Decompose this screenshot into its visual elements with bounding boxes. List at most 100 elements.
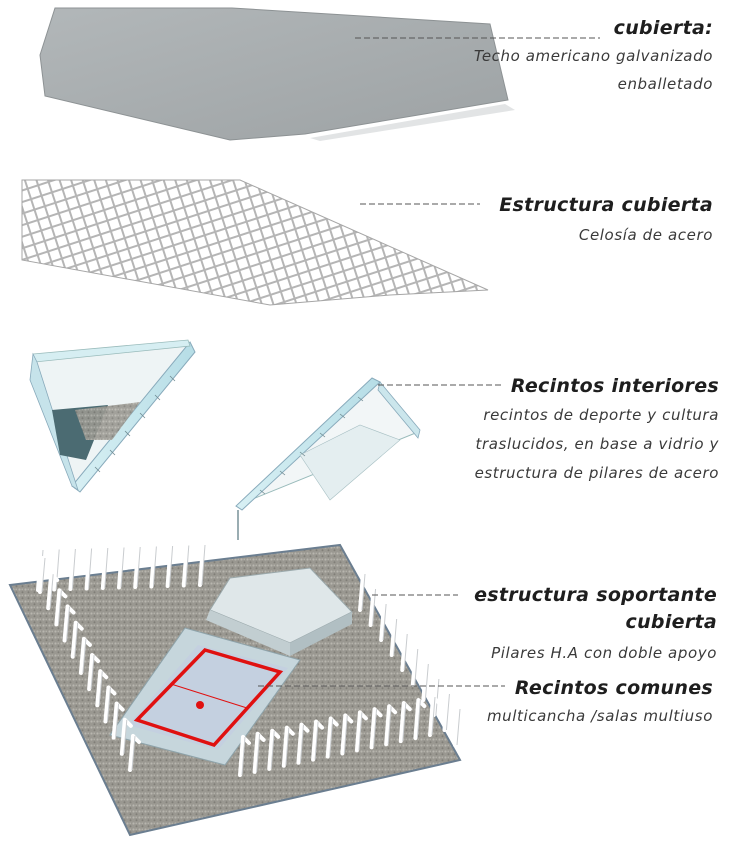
estructura-cubierta-title: Estructura cubierta — [499, 194, 713, 216]
column-right-row-shade — [435, 678, 440, 716]
column-front-row — [340, 713, 354, 756]
column-left-row-shade — [74, 622, 79, 657]
column-back-row — [36, 548, 49, 592]
cubierta-title: cubierta: — [613, 17, 713, 39]
column-left-row — [87, 653, 101, 692]
column-front-row — [281, 725, 295, 768]
column-left-row-shade — [82, 638, 87, 673]
lattice-layer — [21, 179, 489, 306]
right-enclosure-glass-wall — [235, 377, 381, 511]
column-right-row-shade — [393, 618, 398, 656]
column-left-row-shade — [115, 703, 120, 738]
column-right-row-shade — [445, 693, 450, 731]
column-front-row-shade — [343, 715, 348, 754]
column-left-row-shade — [41, 557, 46, 593]
column-left-row — [54, 588, 68, 627]
column-right-row — [379, 602, 393, 642]
column-back-row — [68, 547, 82, 591]
estructura-soportante-title-line-1: estructura soportante — [474, 584, 717, 606]
column-front-row-shade — [285, 727, 290, 766]
column-right-row-shade — [456, 708, 461, 746]
column-left-row — [103, 685, 117, 724]
leader-lines — [258, 37, 600, 687]
column-back-row-shade — [136, 546, 141, 588]
column-back-row-shade — [55, 549, 60, 590]
column-front-row — [369, 707, 383, 750]
column-left-row-shade — [49, 574, 54, 609]
column-left-row — [128, 734, 141, 772]
column-back-row — [133, 545, 147, 589]
column-front-row-shade — [431, 696, 436, 736]
label-estructura-soportante: estructura soportante cubierta Pilares H… — [474, 582, 717, 667]
right-enclosure-mullions — [259, 396, 364, 495]
sunken-court-floor — [128, 645, 288, 750]
column-front-row — [296, 722, 310, 765]
support-columns — [36, 543, 466, 777]
interior-enclosures-layer — [29, 339, 421, 540]
column-right-row-shade — [403, 633, 408, 671]
column-right-row — [410, 647, 424, 687]
column-front-row — [428, 695, 441, 737]
column-back-row — [149, 544, 163, 589]
column-right-row-shade — [414, 648, 419, 686]
roof-edge-shadow — [310, 104, 515, 141]
column-front-row-shade — [241, 736, 246, 776]
column-right-row — [421, 662, 435, 702]
column-front-row — [398, 701, 412, 744]
column-front-row-shade — [256, 733, 261, 772]
column-left-row-shade — [131, 735, 136, 771]
column-left-row-shade — [106, 687, 111, 722]
column-left-row — [95, 669, 109, 708]
column-left-row — [46, 572, 60, 611]
label-recintos-comunes: Recintos comunes multicancha /salas mult… — [487, 674, 713, 730]
raised-volume-side — [206, 610, 290, 656]
left-enclosure-gravel — [75, 402, 140, 440]
column-back-row-shade — [152, 546, 157, 587]
column-front-row-shade — [314, 721, 319, 760]
cubierta-desc-line-2: enballetado — [617, 75, 713, 93]
column-back-row-shade — [201, 544, 206, 586]
column-right-row-shade — [424, 663, 429, 701]
court-boundary — [133, 648, 284, 748]
column-front-row — [413, 698, 427, 741]
left-enclosure-mullions — [94, 375, 176, 473]
column-back-row — [52, 547, 66, 592]
column-front-row-shade — [299, 724, 304, 763]
column-right-row — [453, 707, 466, 747]
column-left-row — [119, 717, 133, 756]
steel-lattice — [21, 179, 489, 306]
column-back-row — [198, 543, 211, 587]
court-center-line — [170, 683, 248, 709]
column-front-row — [238, 735, 251, 777]
column-right-row — [400, 632, 414, 672]
recintos-comunes-title: Recintos comunes — [514, 677, 713, 699]
recintos-interiores-desc-line-3: estructura de pilares de acero — [474, 464, 719, 482]
column-right-row — [389, 617, 403, 657]
column-front-row — [267, 728, 281, 771]
label-cubierta: cubierta: Techo americano galvanizado en… — [474, 14, 713, 98]
column-left-row-shade — [98, 671, 103, 706]
column-front-row — [354, 710, 368, 753]
column-left-row — [111, 701, 125, 740]
column-left-row — [78, 636, 92, 675]
column-right-row — [442, 692, 456, 732]
column-back-row — [100, 546, 114, 590]
column-back-row — [84, 546, 98, 591]
recintos-comunes-desc: multicancha /salas multiuso — [486, 707, 713, 725]
column-front-row — [252, 731, 266, 774]
label-estructura-cubierta: Estructura cubierta Celosía de acero — [499, 190, 713, 250]
column-front-row-shade — [373, 709, 378, 748]
column-left-row-shade — [90, 655, 95, 690]
column-back-row-shade — [120, 547, 125, 588]
recintos-interiores-title: Recintos interiores — [510, 375, 719, 397]
roof-layer — [39, 7, 515, 141]
column-front-row — [311, 719, 325, 762]
column-front-row-shade — [329, 718, 334, 757]
column-back-row-shade — [71, 548, 76, 590]
label-recintos-interiores: Recintos interiores recintos de deporte … — [475, 372, 719, 488]
column-front-row — [384, 704, 398, 747]
right-enclosure-inner-wall — [299, 424, 401, 501]
column-back-row-shade — [88, 548, 93, 589]
ground-layer — [8, 543, 462, 837]
